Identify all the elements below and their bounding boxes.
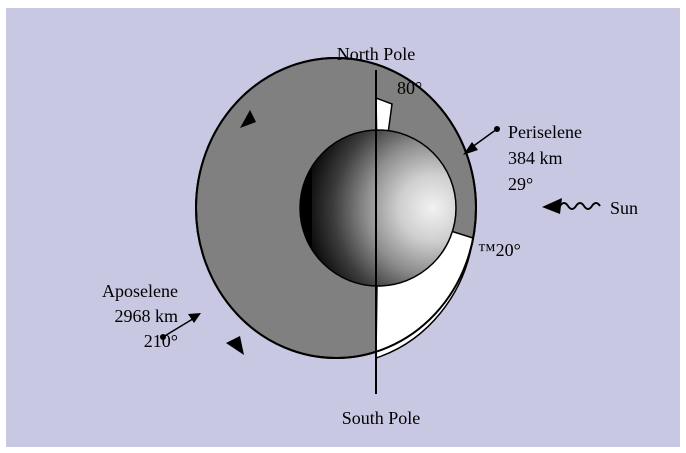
- aposelene-pointer-dot: [160, 334, 166, 340]
- moon-body: [300, 130, 456, 286]
- orbit-outline: [195, 57, 477, 359]
- sun-label: Sun: [610, 198, 638, 218]
- sun-wavy-line: [559, 202, 601, 210]
- aposelene-angle: 210°: [144, 331, 178, 351]
- south-pole-label: South Pole: [342, 408, 421, 428]
- aposelene-pointer-line: [162, 316, 197, 338]
- orbit-direction-arrow-upper: [240, 110, 256, 128]
- north-pole-label: North Pole: [337, 44, 416, 64]
- periselene-angle: 29°: [508, 174, 533, 194]
- periselene-altitude: 384 km: [508, 148, 563, 168]
- periselene-name: Periselene: [508, 122, 582, 142]
- periselene-pointer-arrowhead: [463, 142, 478, 155]
- aposelene-altitude: 2968 km: [114, 306, 178, 326]
- orbit-direction-arrow-lower: [226, 336, 244, 355]
- sun-arrowhead: [542, 198, 562, 214]
- aposelene-pointer-arrowhead: [188, 313, 201, 323]
- angle-label-right: ™20°: [478, 240, 521, 260]
- angle-label-top: 80°: [397, 78, 422, 98]
- periselene-pointer-dot: [494, 126, 500, 132]
- aposelene-name: Aposelene: [102, 281, 178, 301]
